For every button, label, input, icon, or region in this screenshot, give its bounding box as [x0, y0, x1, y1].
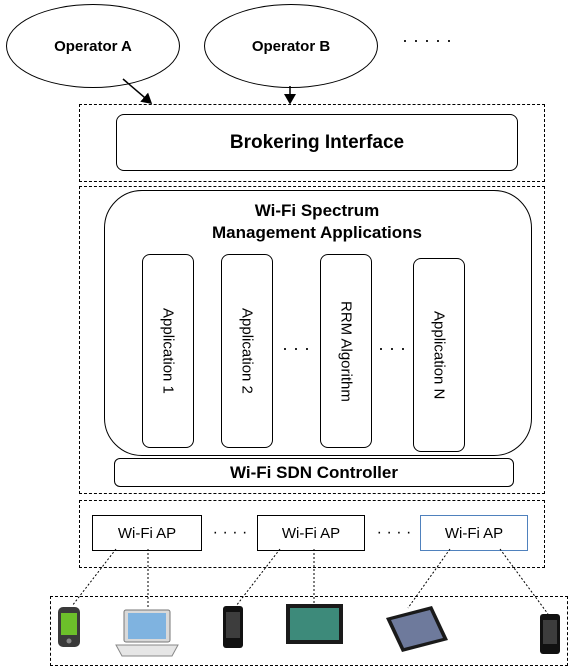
application-2-box: Application 2	[221, 254, 273, 448]
operator-b-label: Operator B	[251, 37, 331, 55]
applications-ellipsis-2: · · ·	[374, 336, 410, 360]
rrm-algorithm-label: RRM Algorithm	[337, 300, 355, 402]
application-1-label: Application 1	[159, 308, 177, 394]
application-2-label: Application 2	[238, 308, 256, 394]
application-n-box: Application N	[413, 258, 465, 452]
controller-layer	[79, 186, 545, 494]
access-point-layer	[79, 500, 545, 568]
wifi-ap-1-label: Wi-Fi AP	[117, 524, 177, 542]
ap-ellipsis-2-text: · · · ·	[376, 524, 412, 541]
applications-ellipsis-2-text: · · ·	[378, 337, 406, 358]
brokering-layer	[79, 104, 545, 182]
operators-more-text: · · · · ·	[402, 29, 452, 50]
wifi-ap-1: Wi-Fi AP	[92, 515, 202, 551]
applications-ellipsis-1: · · ·	[278, 336, 314, 360]
application-1-box: Application 1	[142, 254, 194, 448]
sdn-controller-box: Wi-Fi SDN Controller	[114, 458, 514, 487]
wifi-ap-2-label: Wi-Fi AP	[281, 524, 341, 542]
application-n-label: Application N	[430, 310, 448, 400]
operators-ellipsis: · · · · ·	[392, 28, 462, 52]
wifi-ap-3-label: Wi-Fi AP	[444, 524, 504, 542]
spectrum-title-line1: Wi-Fi Spectrum	[254, 201, 380, 220]
wifi-ap-3: Wi-Fi AP	[420, 515, 528, 551]
ap-ellipsis-1-text: · · · ·	[212, 524, 248, 541]
wifi-ap-2: Wi-Fi AP	[257, 515, 365, 551]
ap-ellipsis-2: · · · ·	[372, 522, 416, 544]
brokering-interface-label: Brokering Interface	[229, 131, 405, 153]
brokering-interface-box: Brokering Interface	[116, 114, 518, 171]
operator-b: Operator B	[204, 4, 378, 88]
spectrum-management-title: Wi-Fi Spectrum Management Applications	[104, 198, 530, 246]
devices-layer	[50, 596, 568, 666]
sdn-controller-label: Wi-Fi SDN Controller	[230, 462, 398, 482]
applications-ellipsis-1-text: · · ·	[282, 337, 310, 358]
operator-a: Operator A	[6, 4, 180, 88]
rrm-algorithm-box: RRM Algorithm	[320, 254, 372, 448]
ap-ellipsis-1: · · · ·	[208, 522, 252, 544]
spectrum-title-line2: Management Applications	[211, 223, 422, 242]
operator-a-label: Operator A	[54, 37, 132, 55]
